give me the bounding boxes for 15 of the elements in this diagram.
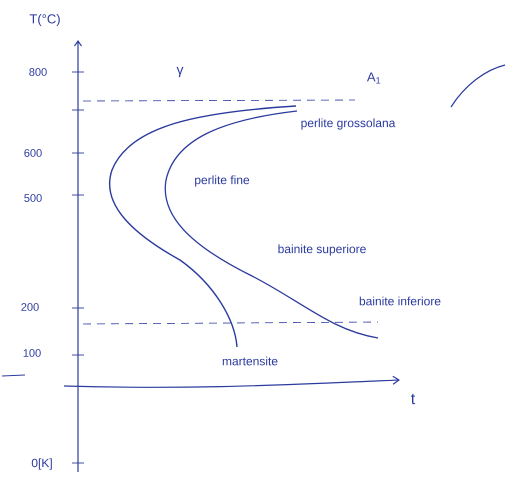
tick-label: 0[K]: [32, 458, 52, 470]
axis-label: T(°C): [30, 14, 60, 26]
tick-label: 500: [24, 194, 42, 202]
tick-label: 600: [24, 149, 42, 157]
tick-label: 200: [21, 303, 39, 311]
curve-label: perlite grossolana: [301, 118, 396, 130]
tick-label: 100: [24, 349, 41, 357]
phase-label: γ: [176, 66, 184, 78]
curve-label: bainite inferiore: [360, 296, 440, 306]
phase-label: A$_{1}$: [366, 72, 380, 84]
tick-label: 800: [29, 68, 47, 76]
curve-label: bainite superiore: [278, 244, 366, 256]
curve-label: perlite fine: [195, 175, 250, 187]
axis-label: t: [411, 394, 416, 404]
curve-label: martensite: [222, 356, 278, 366]
